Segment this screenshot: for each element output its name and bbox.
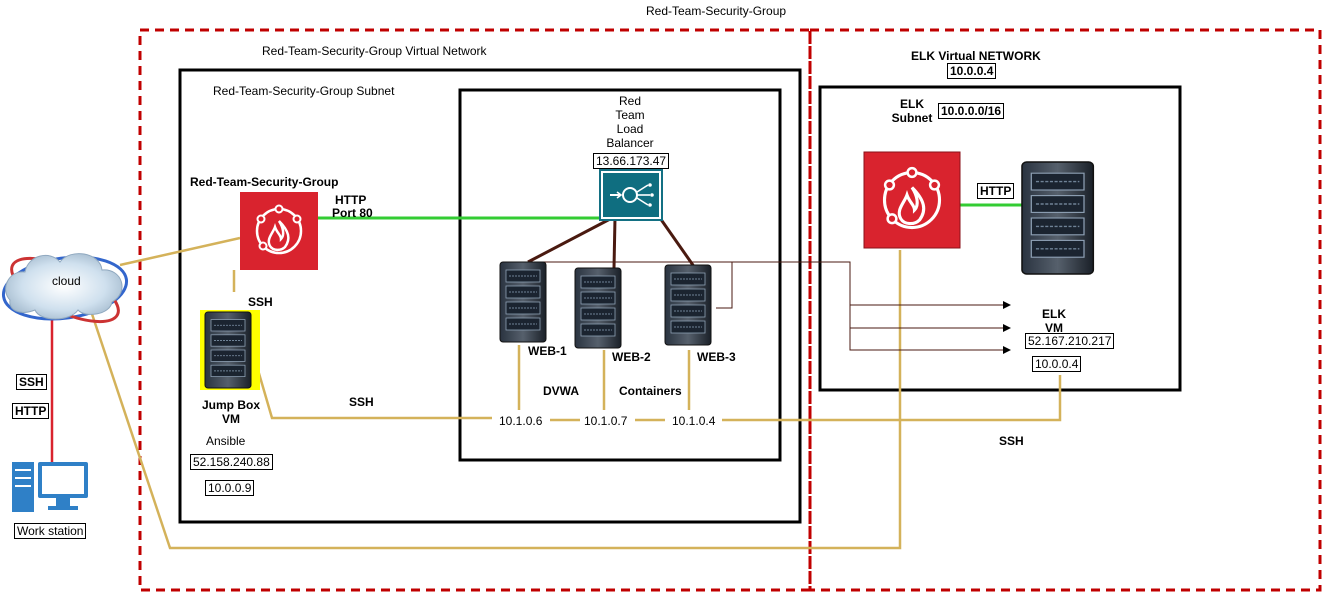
web1-server-icon <box>499 261 547 343</box>
web1-ip: 10.1.0.6 <box>499 414 543 428</box>
lb-name-line: Load <box>616 122 644 136</box>
red-team-firewall-icon <box>240 192 318 270</box>
workstation-label: Work station <box>14 523 87 539</box>
cloud-icon <box>1 253 129 324</box>
load-balancer-name: Red Team Load Balancer <box>600 94 660 150</box>
load-balancer-icon <box>599 169 663 221</box>
elk-subnet-cidr: 10.0.0.0/16 <box>938 103 1005 119</box>
workstation-http-label: HTTP <box>12 403 50 419</box>
jumpbox-server-icon <box>204 311 252 389</box>
elk-server-icon <box>1021 161 1095 275</box>
elk-ssh-label: SSH <box>999 434 1024 448</box>
jumpbox-name: Jump Box VM <box>198 398 264 426</box>
workstation-ssh-label: SSH <box>16 374 47 390</box>
web1-name: WEB-1 <box>528 344 567 358</box>
web3-server-icon <box>664 264 712 346</box>
dvwa-label: DVWA <box>543 384 579 398</box>
red-team-subnet-box <box>178 68 802 524</box>
containers-label: Containers <box>619 384 682 398</box>
lb-connections <box>527 216 697 269</box>
red-team-vnet-label: Red-Team-Security-Group Virtual Network <box>262 44 487 58</box>
jumpbox-role: Ansible <box>206 434 246 448</box>
elk-vm-line: VM <box>1045 321 1063 335</box>
workstation-icon <box>12 462 88 512</box>
elk-vm-public-ip: 52.167.210.217 <box>1025 333 1115 349</box>
elk-subnet-label: ELK Subnet <box>886 97 938 125</box>
http-label: HTTP <box>335 193 367 207</box>
jumpbox-private-ip: 10.0.0.9 <box>205 480 255 496</box>
lb-name-line: Red <box>618 94 641 108</box>
web2-server-icon <box>574 267 622 349</box>
web-servers-box <box>458 88 782 462</box>
lb-name-line: Team <box>615 108 645 122</box>
web3-name: WEB-3 <box>697 350 736 364</box>
diagram-title: Red-Team-Security-Group <box>646 4 787 18</box>
web2-name: WEB-2 <box>612 350 651 364</box>
jumpbox-name-line: Jump Box <box>201 398 260 412</box>
jumpbox-public-ip: 52.158.240.88 <box>190 454 273 470</box>
ssh-connections <box>88 236 1062 550</box>
port-label: Port 80 <box>332 206 373 220</box>
ssh-path-label: SSH <box>349 395 374 409</box>
elk-traffic-arrows <box>540 261 1011 354</box>
elk-vm-private-ip: 10.0.0.4 <box>1032 356 1082 372</box>
red-team-subnet-label: Red-Team-Security-Group Subnet <box>213 84 395 98</box>
elk-http-label: HTTP <box>977 183 1015 199</box>
elk-vm-line: ELK <box>1042 307 1066 321</box>
elk-subnet-box <box>818 85 1182 392</box>
web2-ip: 10.1.0.7 <box>584 414 628 428</box>
elk-security-group-boundary <box>808 28 1322 592</box>
elk-vnet-ip: 10.0.0.4 <box>947 63 997 79</box>
elk-firewall-icon <box>863 151 961 249</box>
cloud-label: cloud <box>52 274 81 288</box>
red-team-nsg-label: Red-Team-Security-Group <box>190 175 339 189</box>
elk-subnet-line: Subnet <box>891 111 933 125</box>
jumpbox-ssh-label: SSH <box>248 295 273 309</box>
elk-subnet-line: ELK <box>900 97 924 111</box>
jumpbox-name-line: VM <box>222 412 240 426</box>
load-balancer-ip: 13.66.173.47 <box>593 153 670 169</box>
elk-vm-name: ELK VM <box>1034 307 1074 335</box>
lb-name-line: Balancer <box>606 136 654 150</box>
elk-vnet-label: ELK Virtual NETWORK <box>911 49 1041 63</box>
web3-ip: 10.1.0.4 <box>672 414 716 428</box>
